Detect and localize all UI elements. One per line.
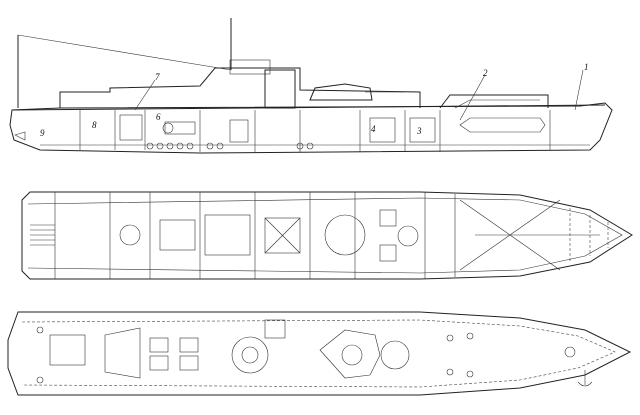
plan-forward-bracing	[459, 199, 600, 271]
plan-stern-grating	[30, 224, 55, 246]
side-tank-row	[146, 142, 314, 150]
deck-turrets	[231, 319, 410, 379]
side-bulkheads	[79, 110, 551, 152]
deck-hatches	[49, 327, 199, 379]
side-forward-cabin	[439, 94, 549, 109]
side-deck-line	[11, 104, 606, 111]
deck-inner-line	[21, 319, 616, 388]
callout-6: 6	[156, 112, 161, 122]
side-forward-boat	[459, 117, 546, 133]
callout-4: 4	[371, 124, 376, 134]
side-elevation: 1 2 3 4 6 7 8 9	[9, 18, 613, 154]
side-hull-outline	[9, 102, 613, 154]
plan-bulkheads	[54, 192, 456, 279]
plan-inner-line	[27, 197, 623, 274]
callout-2: 2	[483, 68, 488, 78]
callout-3: 3	[416, 126, 422, 136]
side-antenna-wire	[17, 34, 232, 71]
plan-bow-ribs	[569, 208, 609, 262]
side-rudder	[14, 131, 26, 141]
plan-machinery	[119, 209, 419, 262]
side-gun-mount-aft	[229, 59, 271, 75]
deck-bollards	[36, 326, 576, 384]
plan-hull-outline	[21, 191, 633, 280]
side-turret	[309, 83, 373, 101]
anchor-icon	[577, 370, 593, 387]
side-bridge	[264, 69, 296, 109]
deck-plan	[7, 311, 632, 396]
side-forward-cabin-inner	[454, 99, 540, 109]
callout-8: 8	[92, 120, 97, 130]
callout-7: 7	[155, 72, 160, 82]
deck-hull-outline	[7, 311, 632, 396]
side-engines	[119, 114, 436, 143]
callout-9: 9	[40, 128, 45, 138]
interior-plan	[21, 191, 633, 280]
side-superstructure	[59, 67, 421, 108]
callout-1: 1	[584, 62, 589, 72]
side-leader-lines	[134, 69, 584, 121]
